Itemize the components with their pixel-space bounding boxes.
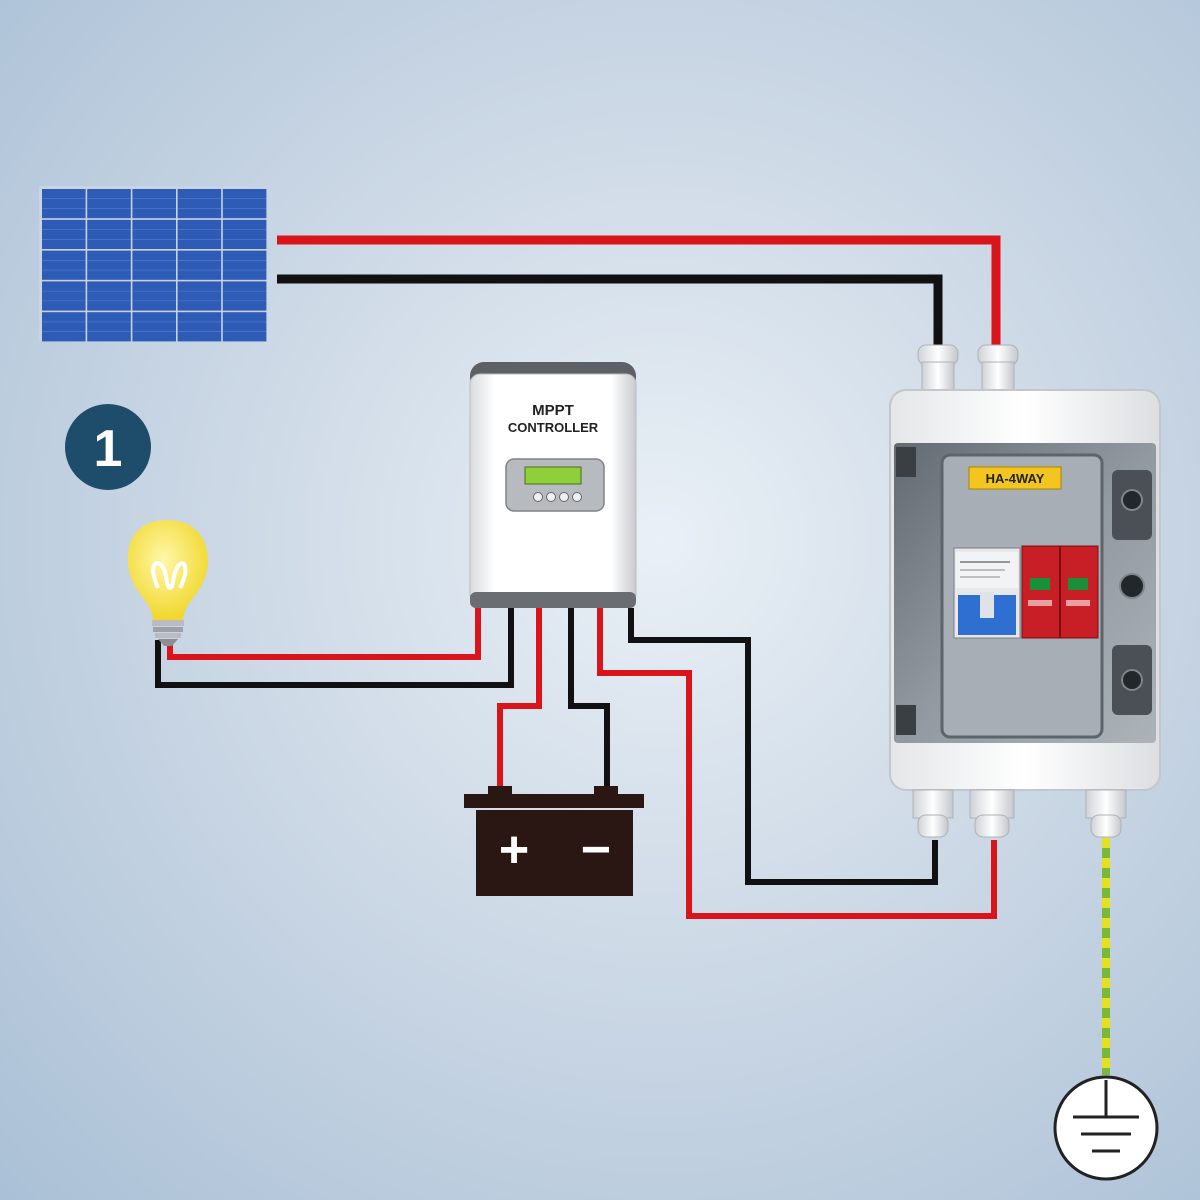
solar-cell — [132, 189, 176, 219]
controller-label-line1: MPPT — [532, 402, 574, 419]
top-cable-glands — [917, 344, 1019, 393]
ground-symbol-icon — [1053, 1075, 1159, 1181]
combiner-box-icon: HA-4WAY — [889, 344, 1161, 838]
wire-pv-input-positive — [597, 608, 997, 919]
wire-battery-negative — [568, 608, 610, 795]
solar-cell — [177, 312, 222, 342]
solar-cell — [132, 312, 176, 342]
controller-button — [572, 492, 582, 502]
solar-cell — [42, 250, 86, 280]
lcd-screen — [524, 466, 582, 485]
wire-solar-negative — [277, 274, 943, 345]
solar-cell — [87, 189, 131, 219]
solar-cell — [132, 281, 176, 311]
solar-cell — [87, 219, 131, 249]
solar-cell — [87, 250, 131, 280]
solar-cell — [222, 312, 267, 342]
solar-panel-icon — [39, 186, 267, 342]
step-number: 1 — [94, 420, 123, 478]
solar-cell — [42, 312, 86, 342]
wire-battery-positive — [497, 608, 542, 795]
battery-negative-sign: − — [581, 821, 611, 879]
solar-cell — [177, 281, 222, 311]
battery-icon: + − — [464, 786, 644, 896]
wire-solar-positive — [277, 235, 1001, 345]
solar-cell — [222, 219, 267, 249]
solar-cell — [42, 281, 86, 311]
controller-button — [546, 492, 556, 502]
solar-cell — [42, 189, 86, 219]
solar-cell — [87, 281, 131, 311]
mppt-controller-icon: MPPT CONTROLLER — [469, 362, 637, 608]
wire-load-negative — [155, 608, 514, 688]
combiner-box-label: HA-4WAY — [986, 471, 1045, 486]
solar-cell — [177, 250, 222, 280]
solar-cell — [132, 219, 176, 249]
wire-load-positive — [167, 608, 481, 660]
solar-cell — [222, 250, 267, 280]
wires — [155, 235, 1110, 1075]
solar-cell — [177, 189, 222, 219]
solar-cell — [177, 219, 222, 249]
controller-button — [533, 492, 543, 502]
bottom-cable-glands — [912, 789, 1127, 838]
battery-positive-sign: + — [499, 821, 529, 879]
controller-label-line2: CONTROLLER — [508, 420, 599, 435]
solar-cell — [222, 281, 267, 311]
solar-cell — [87, 312, 131, 342]
solar-cell — [132, 250, 176, 280]
wire-pv-input-negative — [628, 608, 938, 885]
light-bulb-icon — [127, 520, 208, 646]
step-badge: 1 — [65, 404, 151, 490]
controller-button — [559, 492, 569, 502]
solar-cell — [222, 189, 267, 219]
solar-cell — [42, 219, 86, 249]
